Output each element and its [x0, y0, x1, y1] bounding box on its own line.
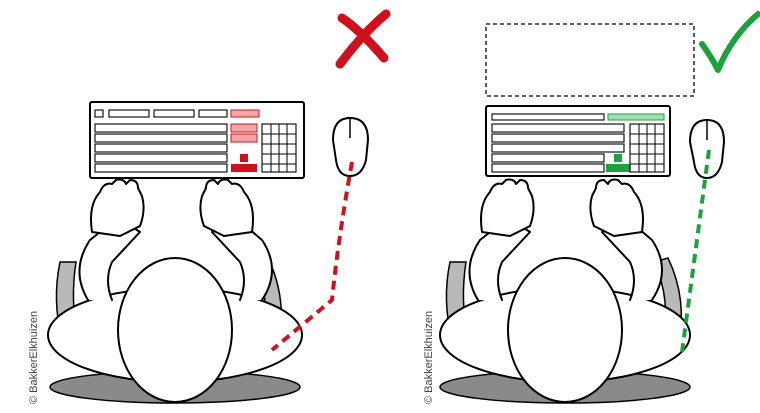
- mouse-far: [332, 117, 369, 177]
- reach-line-right: [680, 149, 711, 353]
- check-icon: [699, 11, 760, 73]
- mouse-near: [689, 119, 725, 179]
- keyboard-wide: [89, 101, 305, 179]
- reach-line-wrong: [270, 161, 354, 352]
- panel-right: [439, 11, 760, 404]
- keyboard-compact: [485, 105, 671, 177]
- person-hand-left: [90, 178, 145, 237]
- cross-icon: [335, 9, 391, 69]
- person-head: [117, 257, 233, 403]
- removed-keyboard-outline: [485, 23, 695, 97]
- copyright-left: © BakkerElkhuizen: [28, 310, 40, 404]
- copyright-right: © BakkerElkhuizen: [423, 310, 435, 404]
- person-hand-right: [589, 178, 644, 237]
- panel-wrong: [47, 9, 391, 404]
- person-head: [507, 257, 623, 403]
- person-hand-right: [199, 178, 254, 237]
- person-hand-left: [480, 178, 535, 237]
